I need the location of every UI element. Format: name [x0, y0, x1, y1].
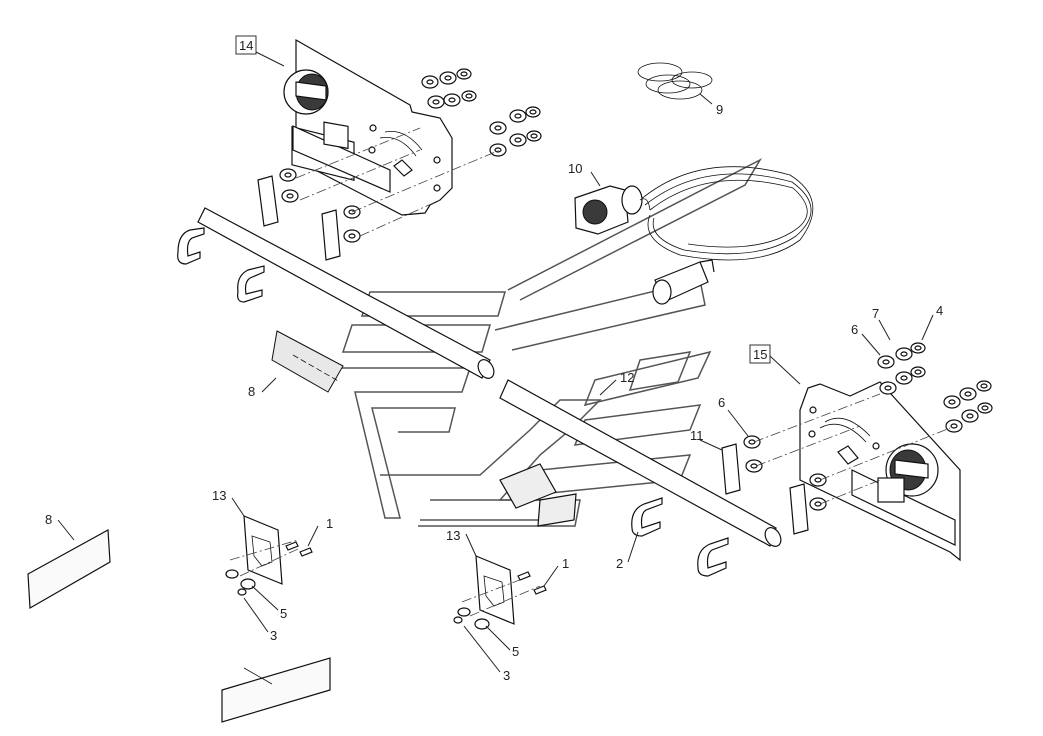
- mount-plate-left: [225, 515, 313, 596]
- label-sticker-left: [27, 529, 111, 610]
- right-u-bolts: [631, 497, 729, 577]
- callout-14: 14: [239, 38, 253, 53]
- callout-1-left: 1: [326, 516, 333, 531]
- callout-6-lower: 6: [718, 395, 725, 410]
- callout-1-right: 1: [562, 556, 569, 571]
- callout-labels: 14 9 10 15 7 4 6 6 8 8 12 11 13 13 1 1 5…: [45, 35, 943, 683]
- left-u-bolts: [177, 227, 265, 303]
- left-bracket-fasteners: [257, 68, 542, 261]
- watermark-logo: [335, 158, 763, 527]
- callout-15: 15: [753, 347, 767, 362]
- callout-7: 7: [872, 306, 879, 321]
- callout-12: 12: [620, 370, 634, 385]
- label-sticker-centre: [499, 463, 577, 527]
- left-centerlines: [295, 127, 501, 237]
- callout-3-right: 3: [503, 668, 510, 683]
- callout-2: 2: [616, 556, 623, 571]
- callout-3-left: 3: [270, 628, 277, 643]
- leader-lines: [57, 51, 934, 673]
- right-centerlines: [753, 393, 951, 505]
- callout-4: 4: [936, 303, 943, 318]
- right-socket-bracket: [799, 381, 961, 562]
- callout-13-right: 13: [446, 528, 460, 543]
- label-sticker-bottom: [221, 657, 331, 723]
- callout-6-upper: 6: [851, 322, 858, 337]
- callout-5-left: 5: [280, 606, 287, 621]
- label-sticker-upper: [271, 330, 344, 393]
- callout-8-left: 8: [45, 512, 52, 527]
- callout-11: 11: [690, 428, 704, 443]
- callout-10: 10: [568, 161, 582, 176]
- mount-plate-right: [453, 555, 547, 630]
- o-rings: [637, 62, 713, 100]
- callout-8-centre: 8: [248, 384, 255, 399]
- right-bracket-fasteners: [721, 342, 993, 535]
- cable-assembly: [574, 166, 814, 305]
- callout-13-left: 13: [212, 488, 226, 503]
- left-socket-bracket: [283, 38, 453, 216]
- callout-5-right: 5: [512, 644, 519, 659]
- cross-tube: [197, 207, 782, 547]
- callout-9: 9: [716, 102, 723, 117]
